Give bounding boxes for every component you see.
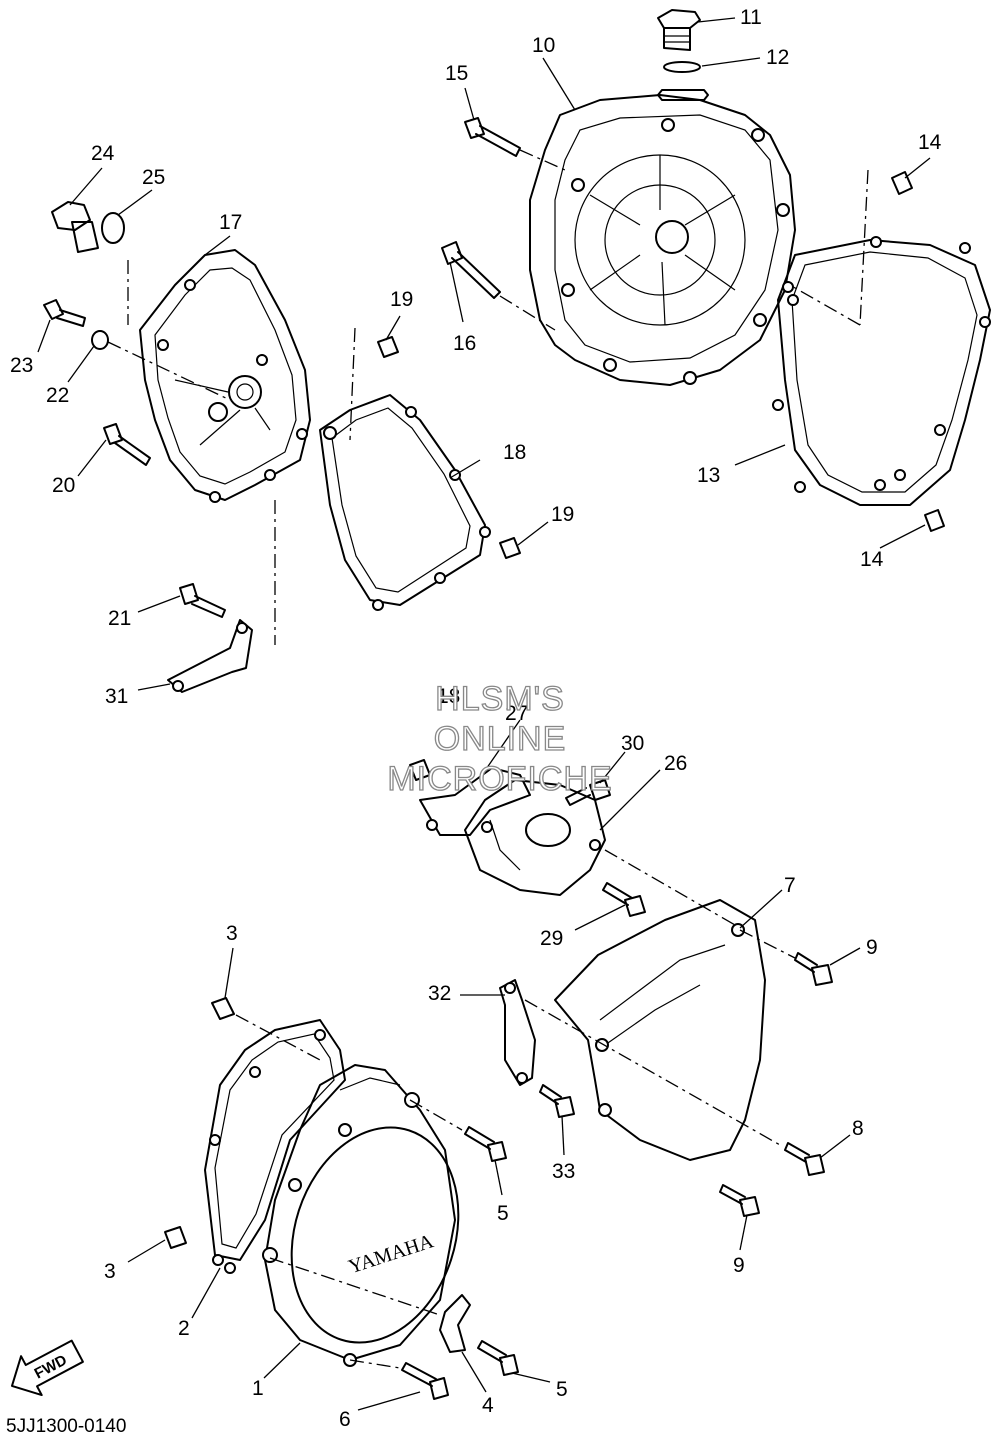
- assembly-line-16: [499, 295, 556, 331]
- gasket-27[interactable]: [419, 767, 531, 836]
- crankcase-cover-10[interactable]: [529, 89, 796, 386]
- leader-lines: [37, 17, 931, 1411]
- bolt-23[interactable]: [43, 299, 86, 327]
- callout-13: 13: [697, 464, 720, 487]
- callout-12: 12: [766, 46, 789, 69]
- dowel-pin-19-upper[interactable]: [377, 336, 399, 358]
- watermark-line-2: ONLINE: [434, 720, 567, 758]
- watermark-line-1: HLSM'S: [435, 680, 565, 718]
- housing-26[interactable]: [464, 779, 606, 896]
- dowel-pin-14-lower[interactable]: [924, 509, 945, 532]
- callout-30: 30: [621, 732, 644, 755]
- bolt-30[interactable]: [565, 779, 611, 806]
- callout-27: 27: [505, 702, 528, 725]
- bolt-5-lower[interactable]: [477, 1340, 519, 1376]
- bracket-31[interactable]: [167, 619, 253, 693]
- assembly-line-19: [349, 327, 356, 441]
- washer-22[interactable]: [91, 330, 109, 350]
- callout-18-upper: 18: [503, 441, 526, 464]
- dowel-pin-14-upper[interactable]: [891, 171, 913, 195]
- assembly-line-9: [739, 929, 796, 959]
- cover-brand-text: YAMAHA: [346, 1230, 437, 1278]
- callout-2: 2: [178, 1317, 190, 1340]
- assembly-line-6: [349, 1359, 401, 1369]
- callout-11: 11: [740, 6, 762, 29]
- bolt-29[interactable]: [602, 882, 646, 917]
- cover-17[interactable]: [139, 249, 311, 503]
- dowel-pin-3-lower[interactable]: [164, 1226, 187, 1249]
- plug-24[interactable]: [51, 201, 99, 253]
- o-ring-25[interactable]: [101, 212, 125, 244]
- generator-cover-1[interactable]: YAMAHA: [262, 1064, 485, 1367]
- dowel-pin-19-lower[interactable]: [499, 537, 521, 559]
- assembly-line-32: [524, 999, 781, 1146]
- callout-29: 29: [540, 927, 563, 950]
- assembly-line-10: [519, 149, 566, 171]
- cover-7[interactable]: [554, 899, 766, 1161]
- callout-3-upper: 3: [226, 922, 238, 945]
- watermark-line-3: MICROFICHE: [387, 760, 612, 798]
- callout-33: 33: [552, 1160, 575, 1183]
- callout-9-upper: 9: [866, 936, 878, 959]
- gasket-2[interactable]: [204, 1019, 346, 1274]
- callout-4: 4: [482, 1394, 494, 1417]
- bolt-15[interactable]: [464, 117, 521, 157]
- bolt-9-upper[interactable]: [794, 952, 833, 986]
- callout-6: 6: [339, 1408, 351, 1431]
- callout-19-upper: 19: [390, 288, 413, 311]
- bolt-5-upper[interactable]: [464, 1126, 507, 1162]
- gasket-18[interactable]: [319, 394, 491, 611]
- assembly-line-1: [269, 1257, 441, 1316]
- callout-18-middle: 18: [437, 685, 460, 708]
- callout-24: 24: [91, 142, 115, 165]
- callout-31: 31: [105, 685, 128, 708]
- callout-7: 7: [784, 874, 796, 897]
- callout-9-lower: 9: [733, 1254, 745, 1277]
- bolt-21[interactable]: [179, 583, 226, 618]
- bracket-4[interactable]: [439, 1294, 471, 1353]
- callout-23: 23: [10, 354, 33, 377]
- gasket-13[interactable]: [772, 236, 991, 506]
- watermark: HLSM'S ONLINE MICROFICHE: [387, 679, 613, 798]
- callout-25: 25: [142, 166, 165, 189]
- oil-filler-cap-11[interactable]: [657, 9, 701, 51]
- o-ring-12[interactable]: [663, 61, 701, 73]
- callout-21: 21: [108, 607, 131, 630]
- dowel-pin-28[interactable]: [409, 759, 431, 781]
- assembly-line-26: [604, 849, 736, 926]
- assembly-line-3: [235, 1014, 321, 1061]
- bolt-9-lower[interactable]: [719, 1184, 760, 1217]
- callout-1: 1: [252, 1377, 264, 1400]
- callout-15: 15: [445, 62, 468, 85]
- bracket-32[interactable]: [499, 979, 536, 1086]
- assembly-line-5: [409, 1099, 463, 1131]
- dowel-pin-3-upper[interactable]: [211, 997, 235, 1020]
- forward-direction-arrow-icon: FWD: [10, 1339, 84, 1397]
- callout-17: 17: [219, 211, 242, 234]
- assembly-line-14: [859, 169, 869, 326]
- callout-20: 20: [52, 474, 75, 497]
- bolt-33[interactable]: [539, 1084, 575, 1118]
- drawing-code: 5JJ1300-0140: [6, 1416, 126, 1437]
- bolt-6[interactable]: [401, 1362, 449, 1400]
- callout-8: 8: [852, 1117, 864, 1140]
- callout-32: 32: [428, 982, 451, 1005]
- callout-22: 22: [46, 384, 69, 407]
- callout-26: 26: [664, 752, 687, 775]
- assembly-line-14b: [789, 284, 861, 326]
- bolt-20[interactable]: [103, 423, 151, 466]
- callout-5-lower: 5: [556, 1378, 568, 1401]
- bolt-16[interactable]: [441, 241, 501, 299]
- callout-16: 16: [453, 332, 476, 355]
- callout-labels: 1 2 3 3 4 5 5 6 7 8 9 9 10 11 12 13 14 1…: [10, 6, 942, 1431]
- callout-3-lower: 3: [104, 1260, 116, 1283]
- callout-14-upper: 14: [918, 131, 942, 154]
- callout-19-lower: 19: [551, 503, 574, 526]
- assembly-line-22: [107, 341, 231, 401]
- bolt-8[interactable]: [784, 1142, 825, 1176]
- callout-14-lower: 14: [860, 548, 884, 571]
- callout-10: 10: [532, 34, 555, 57]
- callout-5-upper: 5: [497, 1202, 509, 1225]
